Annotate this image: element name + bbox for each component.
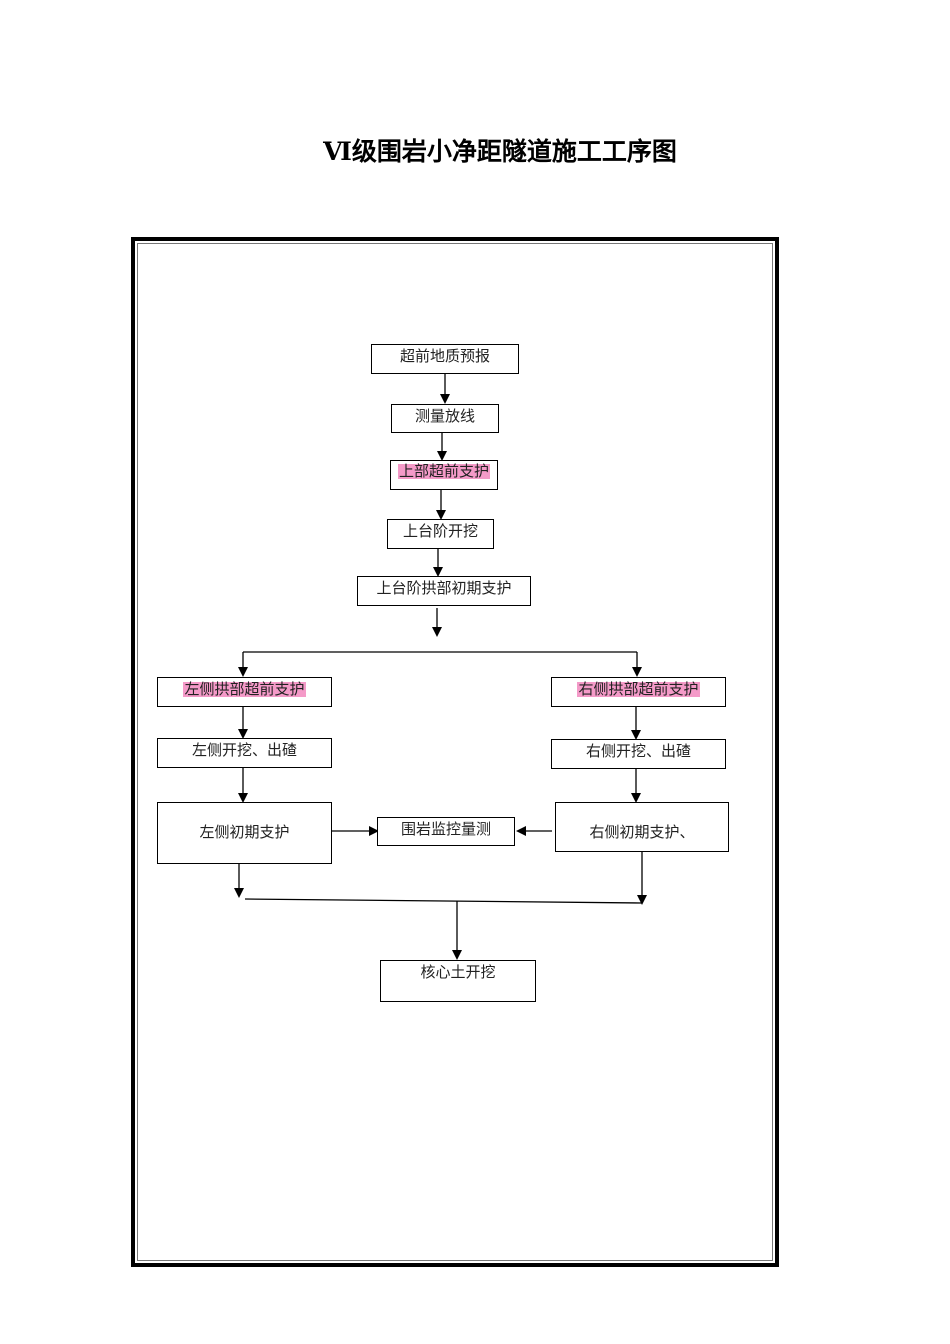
node-upper-advance-support: 上部超前支护	[390, 460, 498, 490]
node-label: 超前地质预报	[399, 347, 490, 365]
arrowhead	[436, 510, 446, 520]
arrowhead	[452, 950, 462, 960]
node-right-initial-support: 右侧初期支护、	[555, 802, 729, 852]
node-right-excavation-mucking: 右侧开挖、出碴	[551, 739, 726, 769]
node-upper-bench-arch-initial-support: 上台阶拱部初期支护	[357, 576, 531, 606]
arrowhead	[437, 451, 447, 461]
node-surrounding-rock-monitoring: 围岩监控量测	[377, 817, 515, 846]
arrowhead	[440, 394, 450, 404]
arrowhead	[637, 895, 647, 905]
node-left-arch-advance-support: 左侧拱部超前支护	[157, 677, 332, 707]
arrowhead	[234, 888, 244, 898]
node-label: 测量放线	[414, 407, 475, 425]
node-right-arch-advance-support: 右侧拱部超前支护	[551, 677, 726, 707]
node-label-highlighted: 上部超前支护	[397, 462, 490, 480]
arrowhead	[631, 730, 641, 740]
arrowhead	[433, 567, 443, 577]
diagram-frame-outer-border	[131, 237, 779, 1267]
connector-merge-horizontal	[244, 898, 643, 904]
arrowhead	[238, 667, 248, 677]
node-label: 核心土开挖	[420, 963, 496, 981]
node-core-soil-excavation: 核心土开挖	[380, 960, 536, 1002]
node-label: 上台阶拱部初期支护	[376, 579, 512, 597]
node-upper-bench-excavation: 上台阶开挖	[387, 519, 494, 549]
node-label-highlighted: 右侧拱部超前支护	[577, 680, 700, 698]
arrowhead	[632, 667, 642, 677]
node-label: 上台阶开挖	[402, 522, 478, 540]
node-label: 右侧初期支护、	[589, 823, 695, 841]
node-left-excavation-mucking: 左侧开挖、出碴	[157, 738, 332, 768]
arrowhead	[631, 793, 641, 803]
node-survey-layout: 测量放线	[391, 404, 499, 433]
node-label: 左侧开挖、出碴	[191, 741, 297, 759]
arrowhead	[238, 729, 248, 739]
node-label-highlighted: 左侧拱部超前支护	[183, 680, 306, 698]
node-label: 围岩监控量测	[400, 820, 491, 838]
node-label: 右侧开挖、出碴	[585, 742, 691, 760]
diagram-frame-inner-border	[137, 243, 773, 1261]
node-left-initial-support: 左侧初期支护	[157, 802, 332, 864]
arrowhead	[369, 826, 379, 836]
arrowhead	[516, 826, 526, 836]
arrowhead	[432, 627, 442, 637]
page-title: Ⅵ级围岩小净距隧道施工工序图	[323, 137, 677, 166]
arrowhead	[238, 793, 248, 803]
node-label: 左侧初期支护	[199, 823, 290, 841]
node-advance-geo-forecast: 超前地质预报	[371, 344, 519, 374]
